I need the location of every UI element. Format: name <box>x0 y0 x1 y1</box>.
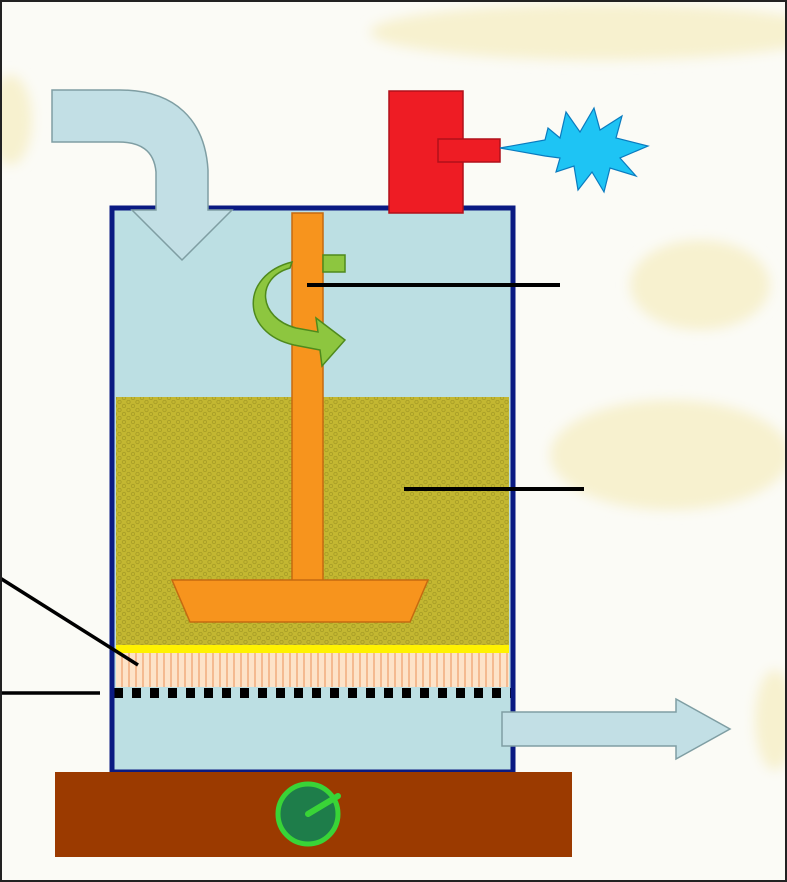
gauge-dial-icon <box>275 781 341 847</box>
stirrer-blade <box>170 579 430 623</box>
cloud <box>630 240 770 330</box>
right-arrow-icon <box>501 697 732 761</box>
cloud <box>0 75 32 165</box>
filter-cloth <box>116 653 509 687</box>
filter-top-line <box>116 645 509 653</box>
rotation-arrow-icon <box>252 254 347 368</box>
cloud <box>370 4 787 60</box>
cloud <box>755 670 787 770</box>
spark-icon <box>499 106 650 194</box>
stirrer-shaft <box>291 212 324 586</box>
cloud <box>550 400 787 510</box>
motor-nozzle <box>437 138 501 163</box>
leader-line-filter-cloth <box>0 576 139 667</box>
background-clouds <box>0 4 787 770</box>
curved-down-arrow-icon <box>51 89 234 262</box>
